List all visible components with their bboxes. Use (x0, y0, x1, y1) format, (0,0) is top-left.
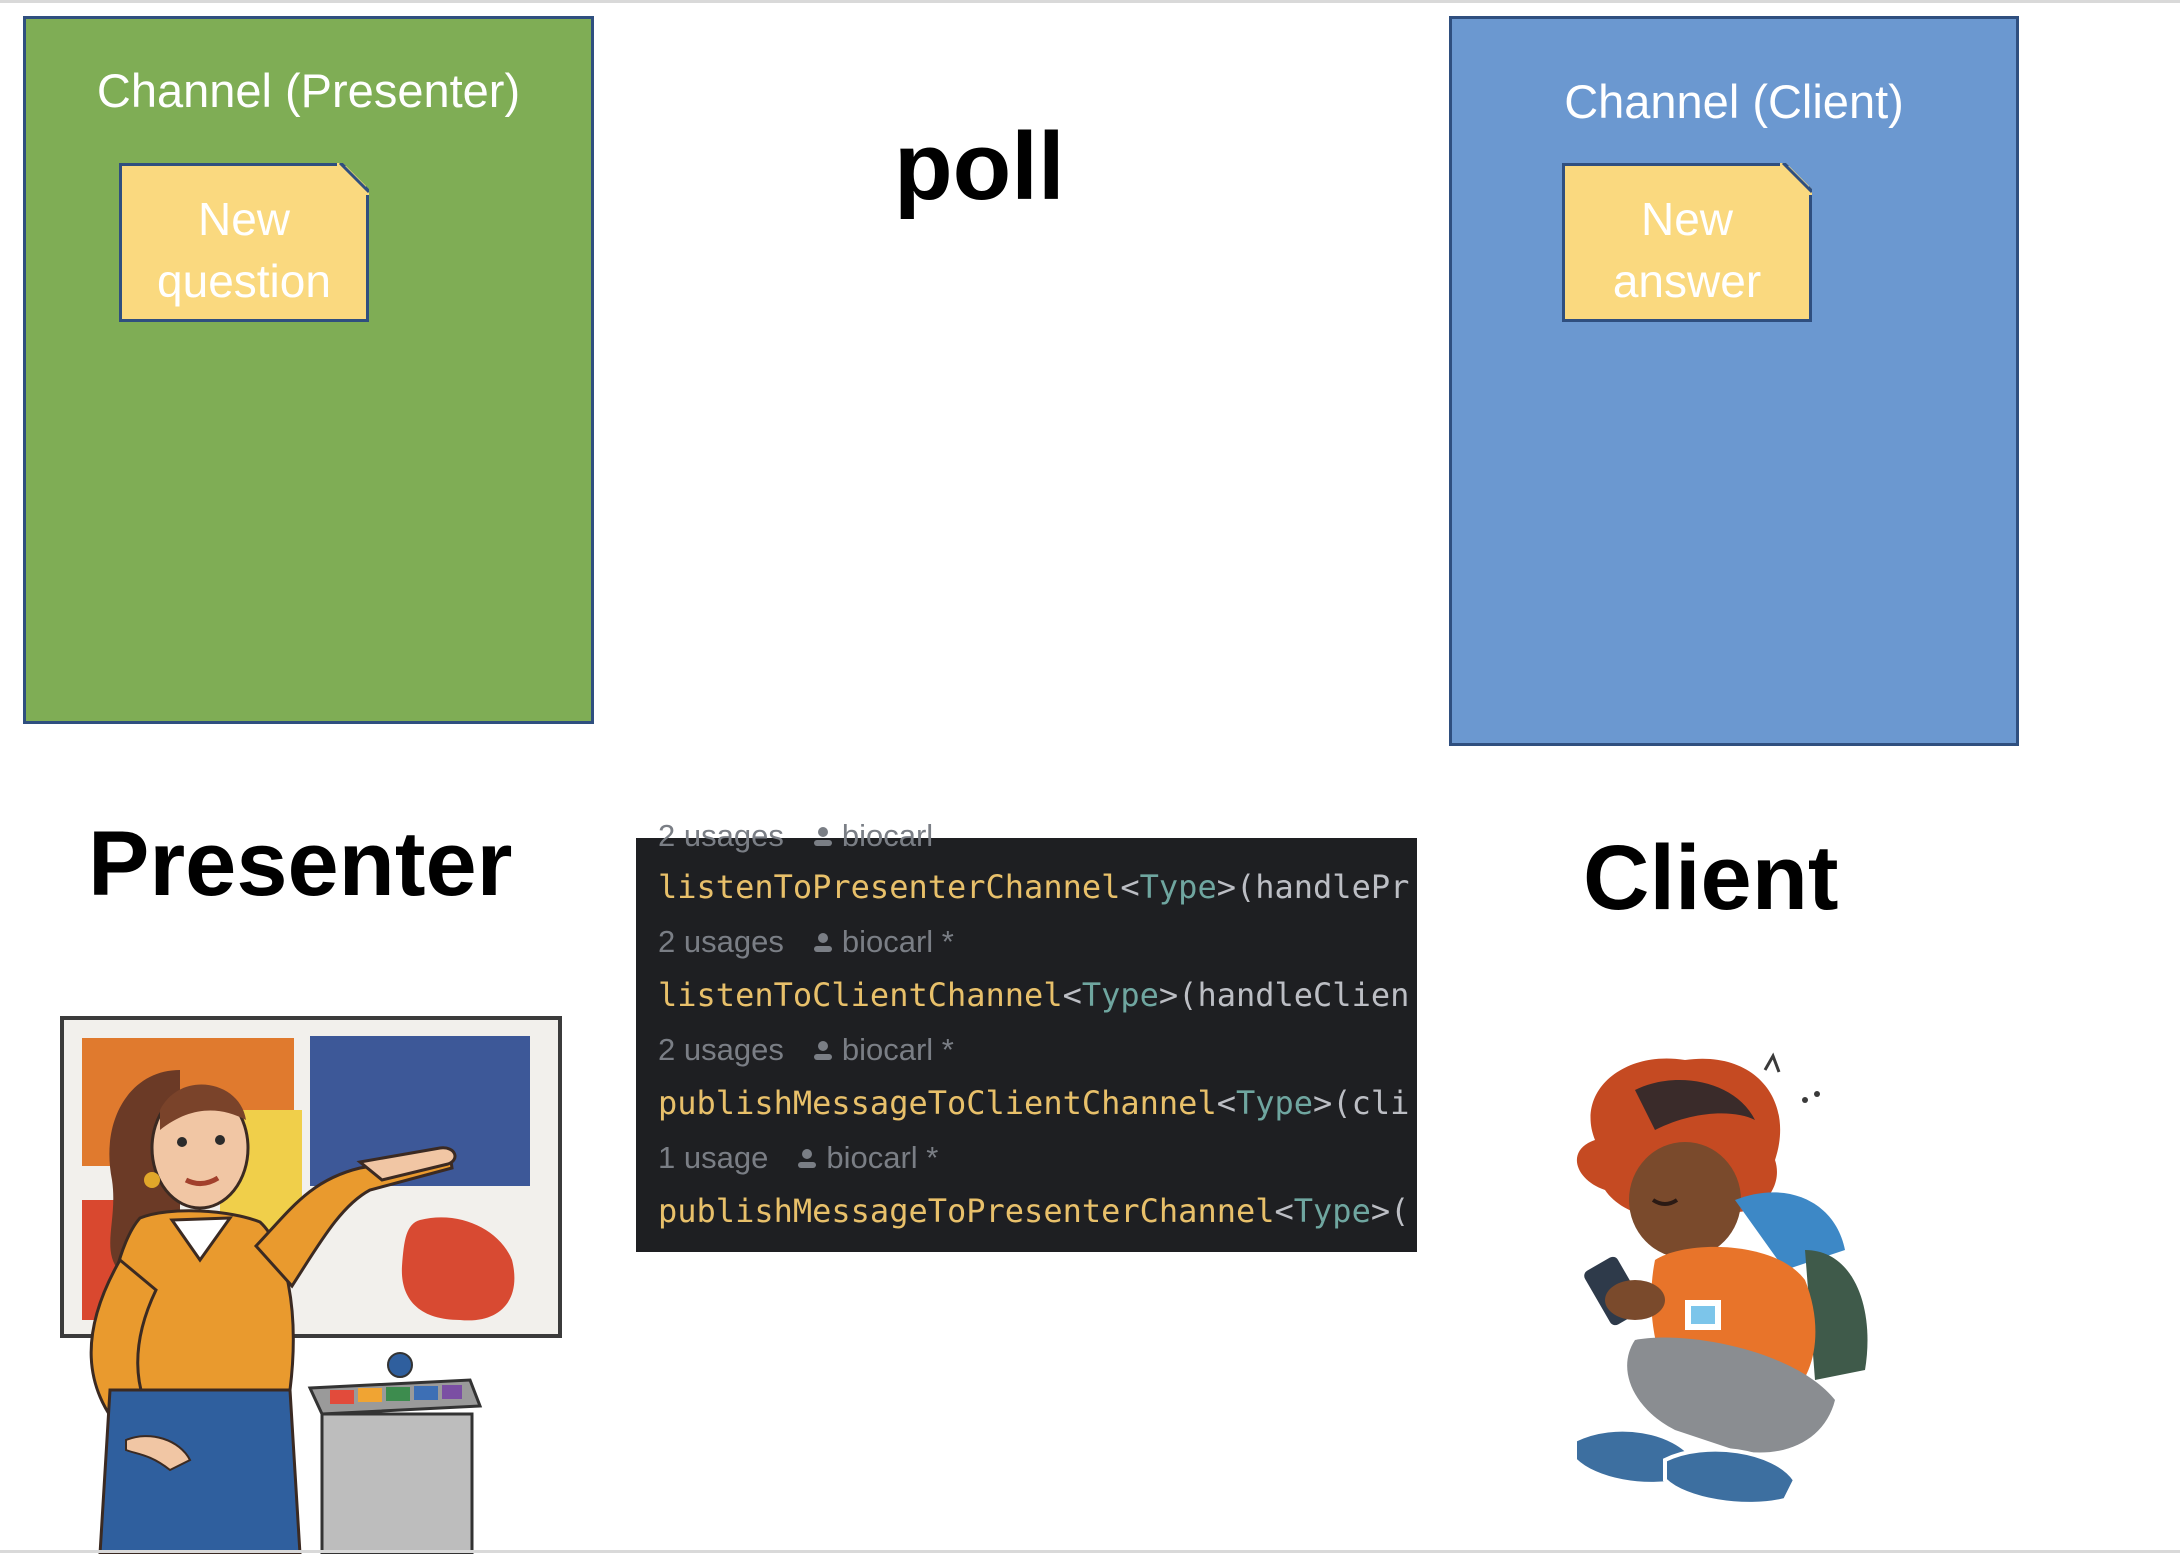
user-name: biocarl * (826, 1140, 939, 1175)
code-snippet: 2 usages biocarl listenToPresenterChannel… (636, 818, 1417, 1252)
client-channel-box: Channel (Client) New answer (1449, 16, 2019, 746)
code-meta: 1 usage biocarl * (658, 1140, 938, 1176)
note-fold-icon (1780, 163, 1812, 195)
note-line-2: question (157, 255, 331, 307)
presenter-illustration (60, 1016, 562, 1554)
code-rest: >(handlePr (1216, 868, 1410, 906)
bottom-border (0, 1550, 2180, 1553)
type-param: Type (1293, 1192, 1371, 1230)
function-name: publishMessageToPresenterChannel (658, 1192, 1275, 1230)
new-answer-text: New answer (1565, 188, 1809, 312)
code-meta-cut: 2 usages biocarl (658, 818, 933, 854)
code-rest: >(cli (1313, 1084, 1410, 1122)
code-meta: 2 usages biocarl * (658, 1032, 954, 1068)
client-label: Client (1583, 827, 1839, 929)
new-question-text: New question (122, 188, 366, 312)
note-fold-icon (337, 163, 369, 195)
type-param: Type (1081, 976, 1159, 1014)
new-question-note: New question (119, 163, 369, 322)
code-meta: 2 usages biocarl * (658, 924, 954, 960)
user-name: biocarl * (841, 1032, 954, 1067)
person-icon (813, 827, 832, 846)
new-answer-note: New answer (1562, 163, 1812, 322)
code-line: publishMessageToClientChannel<Type>(cli (658, 1084, 1410, 1122)
type-param: Type (1139, 868, 1217, 906)
person-icon (813, 1041, 832, 1060)
note-line-1: New (197, 193, 291, 245)
presenter-channel-box: Channel (Presenter) New question (23, 16, 594, 724)
code-line: listenToPresenterChannel<Type>(handlePr (658, 868, 1410, 906)
person-icon (798, 1149, 817, 1168)
code-rest: >( (1370, 1192, 1410, 1230)
code-line: publishMessageToPresenterChannel<Type>( (658, 1192, 1410, 1230)
usages-count: 2 usages (658, 1032, 784, 1067)
presenter-channel-title: Channel (Presenter) (96, 64, 521, 117)
usages-count: 2 usages (658, 818, 784, 853)
function-name: listenToPresenterChannel (658, 868, 1121, 906)
user-name: biocarl * (841, 924, 954, 959)
presenter-label: Presenter (88, 813, 513, 915)
client-illustration (1573, 1052, 1868, 1506)
note-line-1: New (1640, 193, 1734, 245)
client-channel-title: Channel (Client) (1564, 75, 1904, 128)
top-border (0, 0, 2180, 3)
code-rest: >(handleClien (1158, 976, 1410, 1014)
function-name: publishMessageToClientChannel (658, 1084, 1217, 1122)
code-line: listenToClientChannel<Type>(handleClien (658, 976, 1410, 1014)
usages-count: 2 usages (658, 924, 784, 959)
note-line-2: answer (1612, 255, 1762, 307)
function-name: listenToClientChannel (658, 976, 1063, 1014)
usages-count: 1 usage (658, 1140, 769, 1175)
person-icon (813, 933, 832, 952)
type-param: Type (1235, 1084, 1314, 1122)
poll-label: poll (894, 113, 1065, 220)
user-name: biocarl (841, 818, 934, 853)
